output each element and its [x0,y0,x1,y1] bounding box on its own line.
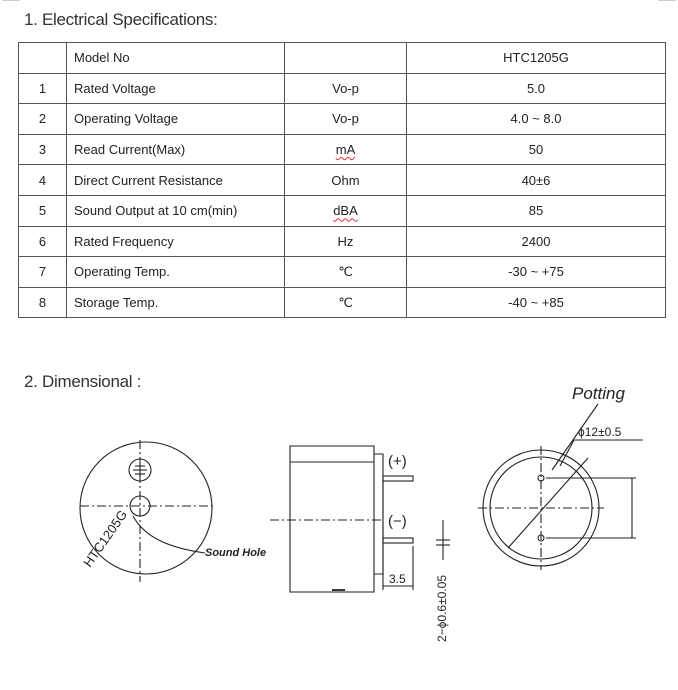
row-unit: dBA [284,194,407,227]
row-item: Operating Voltage [66,103,285,135]
header-no [18,42,67,74]
row-number: 6 [18,225,67,258]
section-title-electrical: 1. Electrical Specifications: [24,10,218,29]
pin-spacing-label: 3.5 [389,572,406,586]
row-value: 2400 [406,225,666,258]
back-view [478,403,643,570]
row-number: 5 [18,194,67,227]
pin-diameter-label: 2−ϕ0.6±0.05 [435,575,449,642]
row-item: Storage Temp. [66,286,285,319]
row-item: Read Current(Max) [66,133,285,166]
row-number: 4 [18,164,67,196]
row-unit: Hz [284,225,407,258]
front-view [79,440,215,582]
minus-terminal-label: (−) [388,513,407,530]
plus-terminal-label: (+) [388,453,407,470]
section-title-dimensional: 2. Dimensional : [24,372,142,391]
row-unit: Vo-p [284,103,407,135]
row-value: 40±6 [406,164,666,196]
row-item: Operating Temp. [66,256,285,288]
row-value: 4.0 ~ 8.0 [406,103,666,135]
row-item: Direct Current Resistance [66,164,285,196]
row-value: -30 ~ +75 [406,256,666,288]
row-number: 7 [18,256,67,288]
row-item: Rated Frequency [66,225,285,258]
row-number: 2 [18,103,67,135]
row-number: 1 [18,72,67,105]
header-model-value: HTC1205G [406,42,666,74]
header-unit [284,42,407,74]
row-item: Rated Voltage [66,72,285,105]
row-unit: mA [284,133,407,166]
sound-hole-label: Sound Hole [205,547,266,559]
row-value: -40 ~ +85 [406,286,666,319]
row-unit: ℃ [284,286,407,319]
row-value: 5.0 [406,72,666,105]
header-model-no: Model No [66,42,285,74]
row-unit: Ohm [284,164,407,196]
row-item: Sound Output at 10 cm(min) [66,194,285,227]
potting-label: Potting [572,384,625,403]
crop-mark-right [658,0,676,3]
row-unit: Vo-p [284,72,407,105]
row-number: 3 [18,133,67,166]
row-value: 85 [406,194,666,227]
front-outline [79,441,213,575]
row-unit: ℃ [284,256,407,288]
row-value: 50 [406,133,666,166]
row-number: 8 [18,286,67,319]
side-view [270,445,450,593]
table-header-row: Model No HTC1205G [18,42,666,74]
outer-diameter-label: ϕ12±0.5 [578,425,622,439]
dimension-drawing: HTC1205G Sound Hole (+) (−) 3.5 2−ϕ0.6±0… [79,384,643,642]
crop-mark-left [2,0,20,3]
